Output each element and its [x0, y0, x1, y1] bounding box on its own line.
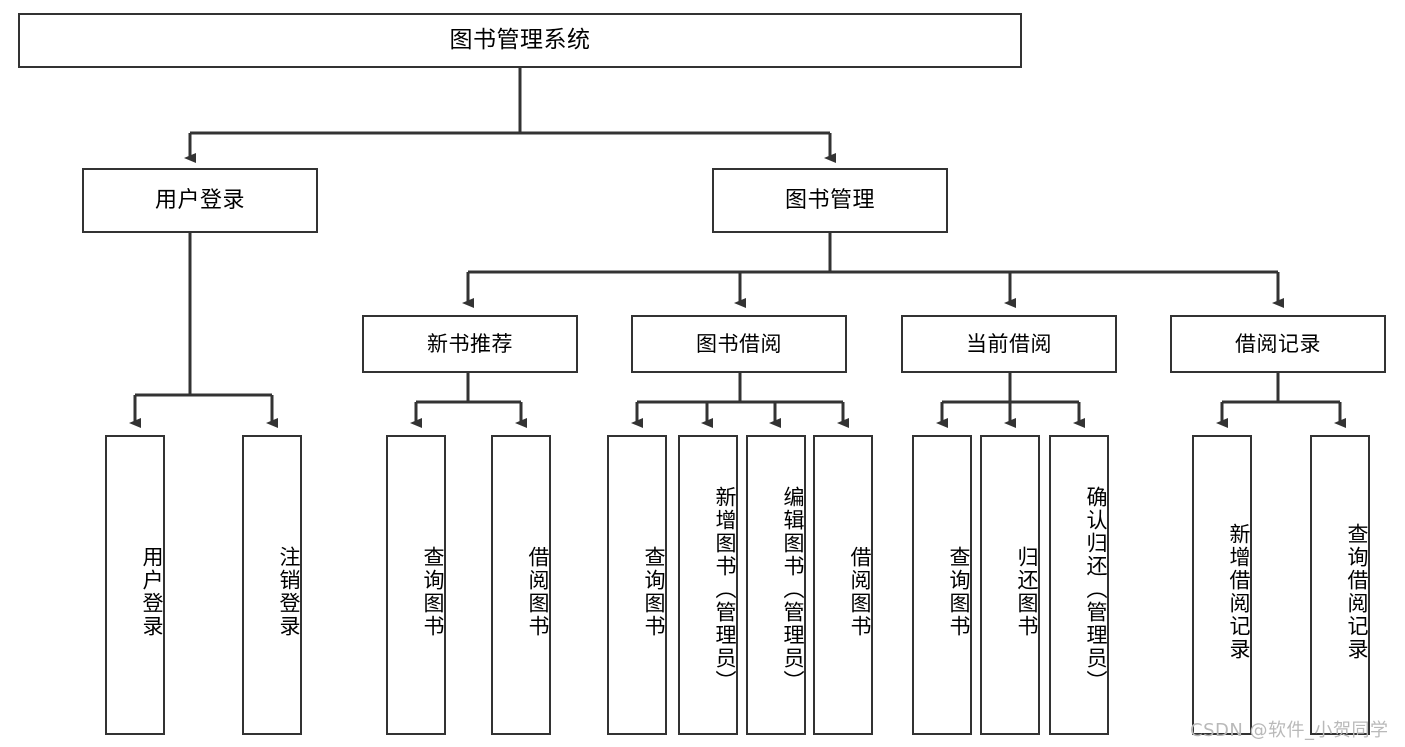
node-label: 注销登录: [277, 546, 301, 638]
node-label: 编辑图书（管理员）: [781, 485, 805, 693]
node-borrow-record[interactable]: 借阅记录: [1170, 315, 1386, 373]
csdn-watermark: CSDN @软件_小贺同学: [1190, 716, 1389, 742]
node-label: 当前借阅: [966, 331, 1052, 356]
leaf-recommend-query-book[interactable]: 查询图书: [386, 435, 446, 735]
leaf-borrow-edit-book[interactable]: 编辑图书（管理员）: [746, 435, 806, 735]
node-new-book-recommend[interactable]: 新书推荐: [362, 315, 578, 373]
leaf-user-login[interactable]: 用户登录: [105, 435, 165, 735]
leaf-borrow-add-book[interactable]: 新增图书（管理员）: [678, 435, 738, 735]
node-label: 图书管理系统: [449, 27, 591, 54]
node-label: 查询图书: [947, 546, 971, 638]
leaf-borrow-query-book[interactable]: 查询图书: [607, 435, 667, 735]
watermark-text: CSDN @软件_小贺同学: [1190, 720, 1389, 741]
node-label: 用户登录: [140, 546, 164, 638]
node-label: 归还图书: [1015, 546, 1039, 638]
node-current-borrow[interactable]: 当前借阅: [901, 315, 1117, 373]
node-label: 借阅记录: [1235, 331, 1321, 356]
node-label: 新增借阅记录: [1227, 523, 1251, 661]
node-label: 图书管理: [784, 187, 875, 213]
leaf-borrow-borrow-book[interactable]: 借阅图书: [813, 435, 873, 735]
node-label: 查询图书: [642, 546, 666, 638]
node-label: 查询图书: [421, 546, 445, 638]
node-label: 图书借阅: [696, 331, 782, 356]
node-label: 借阅图书: [848, 546, 872, 638]
leaf-current-return-book[interactable]: 归还图书: [980, 435, 1040, 735]
node-user-login[interactable]: 用户登录: [82, 168, 318, 233]
node-label: 确认归还（管理员）: [1084, 485, 1108, 693]
node-book-management[interactable]: 图书管理: [712, 168, 948, 233]
node-root-system[interactable]: 图书管理系统: [18, 13, 1022, 68]
leaf-user-logout[interactable]: 注销登录: [242, 435, 302, 735]
leaf-current-query-book[interactable]: 查询图书: [912, 435, 972, 735]
leaf-record-query-record[interactable]: 查询借阅记录: [1310, 435, 1370, 735]
node-label: 新书推荐: [427, 331, 513, 356]
node-book-borrow[interactable]: 图书借阅: [631, 315, 847, 373]
node-label: 查询借阅记录: [1345, 523, 1369, 661]
node-label: 用户登录: [154, 187, 245, 213]
node-label: 新增图书（管理员）: [713, 485, 737, 693]
leaf-record-add-record[interactable]: 新增借阅记录: [1192, 435, 1252, 735]
node-label: 借阅图书: [526, 546, 550, 638]
leaf-current-confirm-return[interactable]: 确认归还（管理员）: [1049, 435, 1109, 735]
leaf-recommend-borrow-book[interactable]: 借阅图书: [491, 435, 551, 735]
